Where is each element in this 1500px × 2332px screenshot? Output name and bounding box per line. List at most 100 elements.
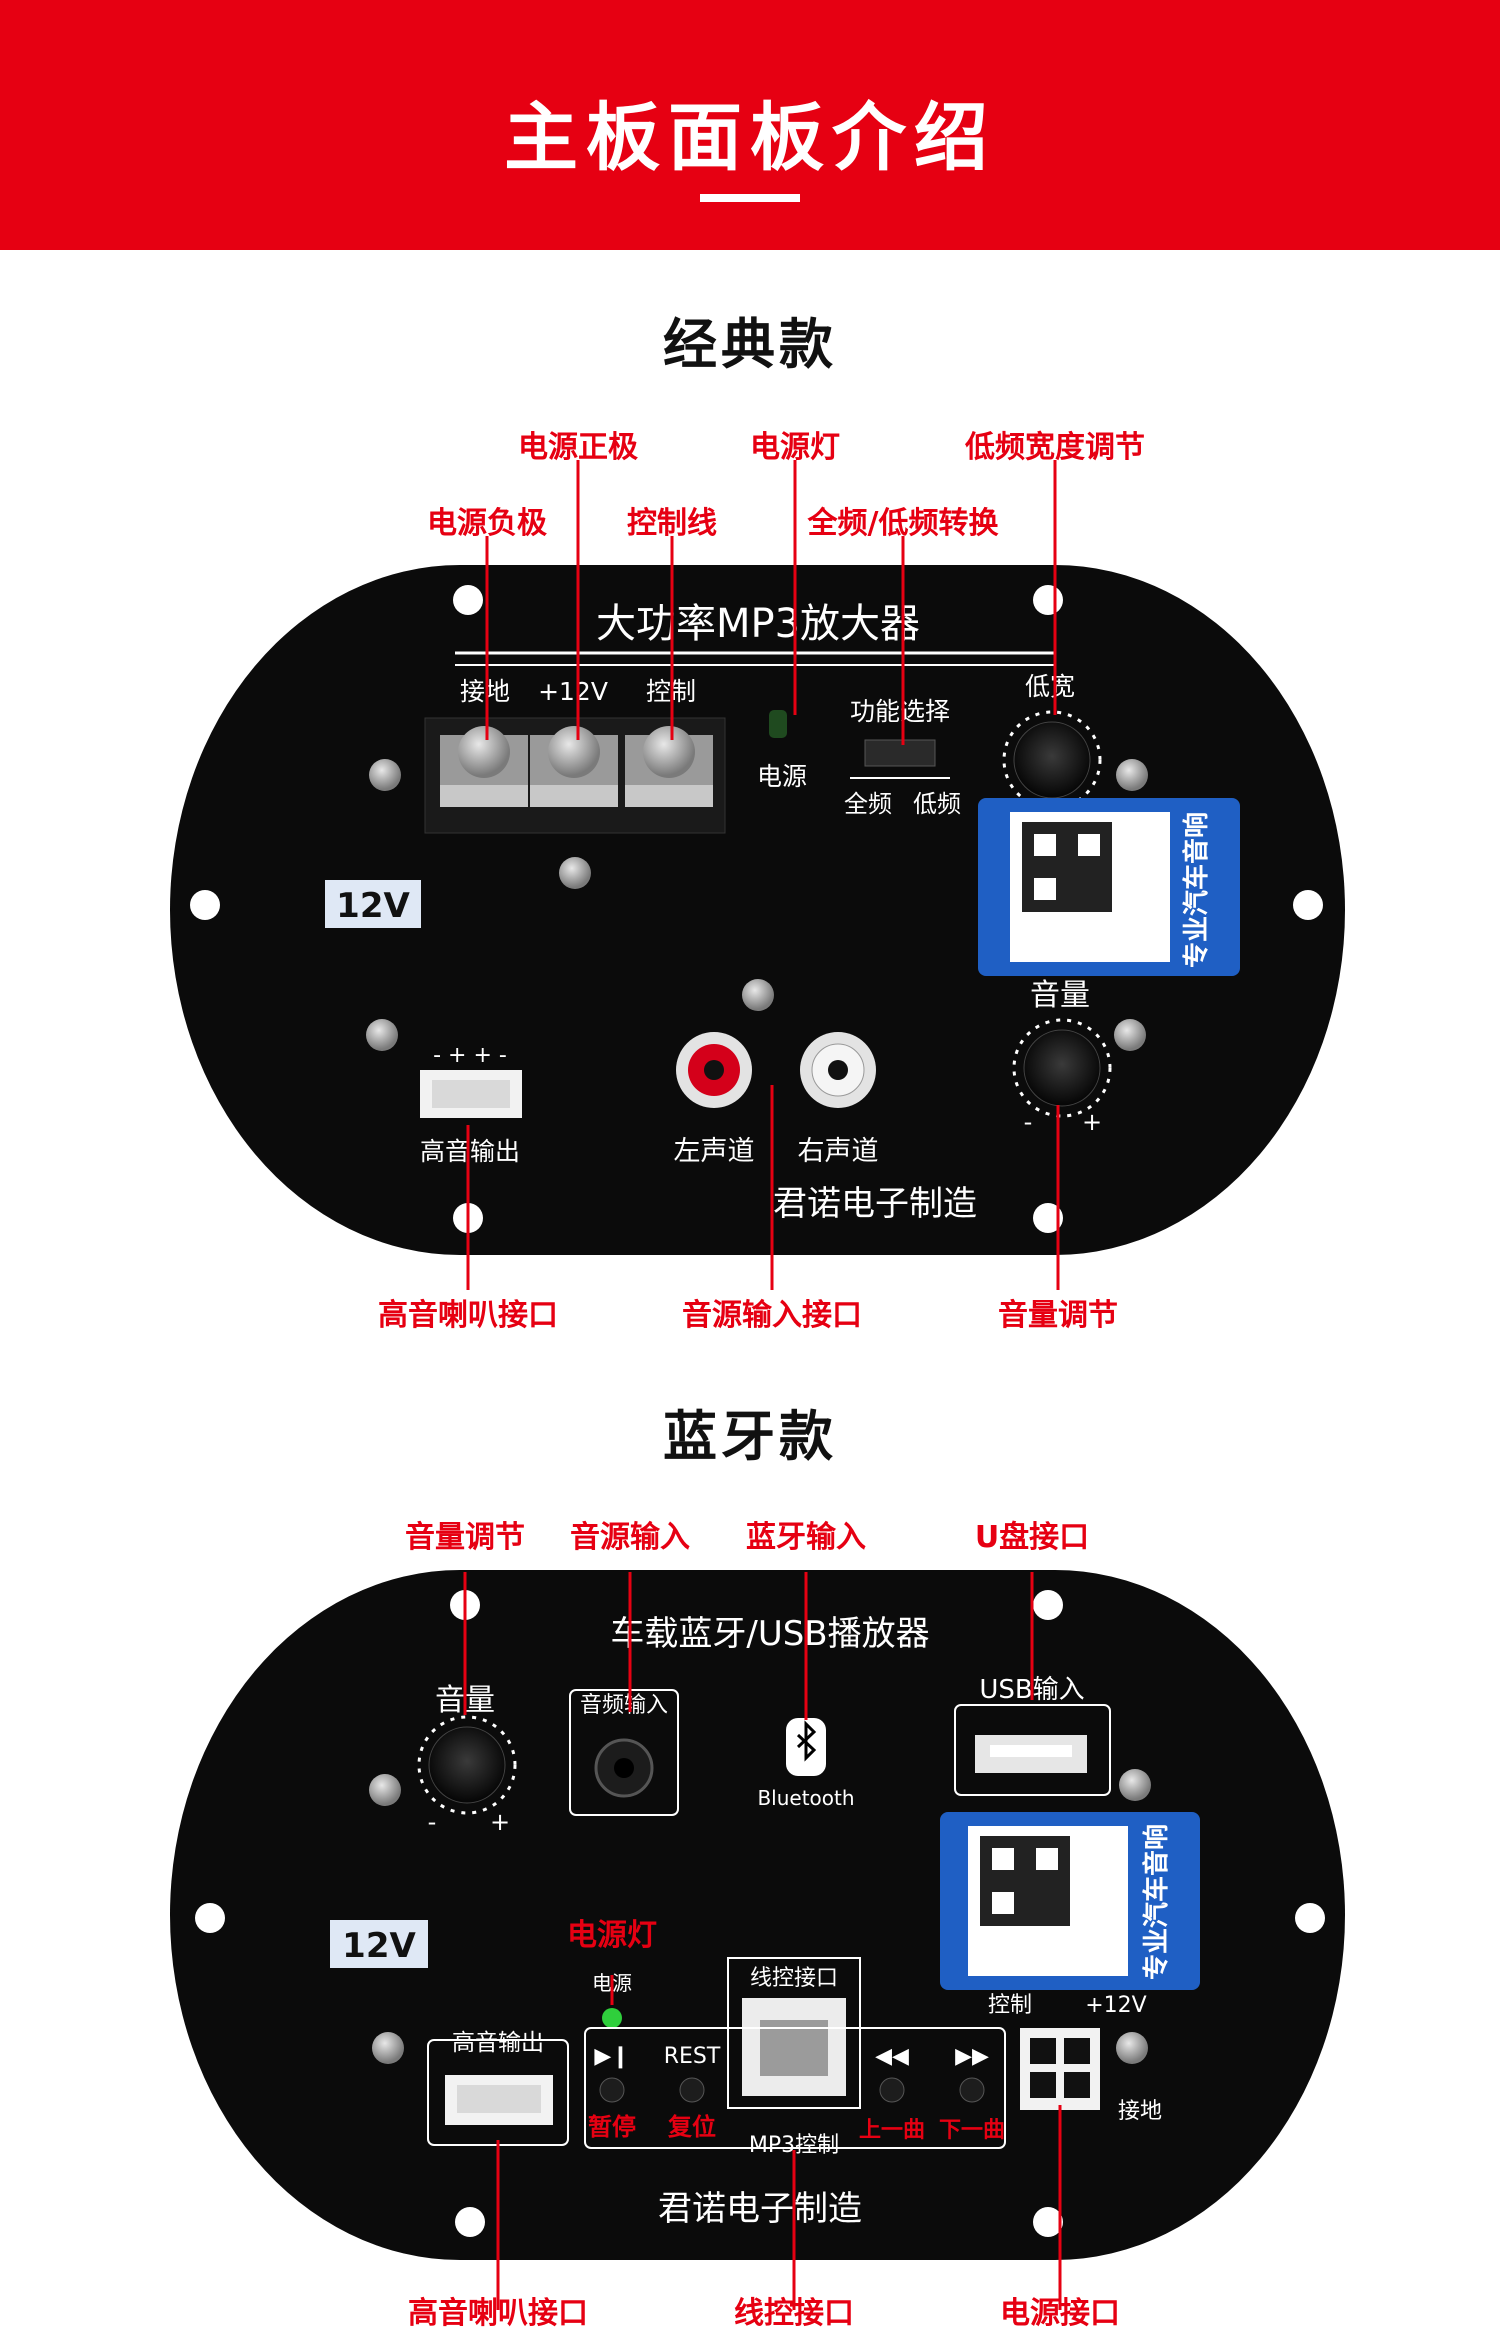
prev-label: 上一曲	[859, 2118, 925, 2143]
bt-volume-knob[interactable]	[428, 1726, 506, 1804]
callout-bt-audio-input: 音源输入	[570, 1520, 690, 1555]
qr-finder	[992, 1848, 1014, 1870]
mount-hole	[190, 890, 220, 920]
audio-in-frame	[569, 1689, 679, 1816]
pause-glyph: ▶❙	[594, 2044, 629, 2069]
sticker-brand: 专业汽车音响	[1141, 1824, 1172, 1980]
mount-hole	[1033, 1203, 1063, 1233]
header-banner: 主板面板介绍	[0, 0, 1500, 250]
classic-board-title: 大功率MP3放大器	[596, 601, 920, 647]
usb-frame	[954, 1704, 1111, 1796]
callout-full-low-switch: 全频/低频转换	[807, 506, 999, 541]
low-label: 低频	[913, 790, 961, 818]
page-title: 主板面板介绍	[504, 95, 996, 181]
bt-voltage-label: 12V	[342, 1926, 416, 1966]
terminal-screw	[643, 726, 695, 778]
callout-power-negative: 电源负极	[427, 506, 547, 541]
mount-hole	[195, 1903, 225, 1933]
terminal-ground-label: 接地	[460, 677, 510, 706]
voltage-label: 12V	[336, 886, 410, 926]
right-channel-label: 右声道	[798, 1136, 879, 1167]
terminal-screws	[440, 726, 713, 807]
bt-power-led	[602, 2008, 622, 2028]
bt-voltage-badge	[330, 1920, 428, 1968]
screw	[742, 979, 774, 1011]
mount-hole	[1033, 2207, 1063, 2237]
pause-button[interactable]	[599, 2077, 625, 2103]
callout-power-light: 电源灯	[750, 430, 840, 465]
callout-control-wire: 控制线	[627, 506, 717, 541]
function-switch[interactable]	[864, 739, 936, 767]
sticker-brand: 专业汽车音响	[1181, 812, 1212, 968]
power-pin	[1064, 2038, 1090, 2064]
tweeter-pins-label: - + + -	[433, 1043, 507, 1068]
rest-label: REST	[664, 2044, 721, 2069]
power-led	[769, 710, 787, 738]
callout-bt-power-light: 电源灯	[567, 1918, 657, 1953]
title-underline	[700, 194, 800, 202]
voltage-badge	[325, 880, 421, 928]
prev-button[interactable]	[879, 2077, 905, 2103]
plus-sign: +	[490, 1808, 510, 1836]
callout-bt-volume-adjust: 音量调节	[405, 1520, 525, 1555]
rca-left-hole	[704, 1060, 724, 1080]
pause-label: 暂停	[588, 2113, 636, 2141]
terminal-screw	[458, 726, 510, 778]
next-button[interactable]	[959, 2077, 985, 2103]
knob-ticks	[1012, 1018, 1112, 1118]
low-width-knob[interactable]	[1013, 721, 1091, 799]
callout-wire-control-port: 线控接口	[734, 2296, 854, 2331]
screw	[366, 1019, 398, 1051]
callout-volume-adjust: 音量调节	[998, 1298, 1118, 1333]
callout-usb-port: U盘接口	[974, 1520, 1090, 1555]
prev-glyph: ◀◀	[875, 2044, 909, 2069]
plus-sign: +	[1082, 1108, 1102, 1136]
rca-right-hole	[828, 1060, 848, 1080]
qr-finder	[1034, 834, 1056, 856]
next-label: 下一曲	[939, 2118, 1005, 2143]
bluetooth-board-title: 车载蓝牙/USB播放器	[610, 1614, 929, 1654]
next-glyph: ▶▶	[955, 2044, 989, 2069]
audio-in-label: 音频输入	[580, 1693, 668, 1718]
callout-low-width-adjust: 低频宽度调节	[965, 430, 1145, 465]
screw	[559, 857, 591, 889]
mount-hole	[1293, 890, 1323, 920]
screw	[1119, 1769, 1151, 1801]
mount-hole	[1295, 1903, 1325, 1933]
wire-control-frame	[727, 1957, 861, 2109]
terminal-clamp	[625, 785, 713, 807]
power-label: 电源	[757, 762, 807, 791]
power-pin	[1030, 2038, 1056, 2064]
terminal-clamp	[440, 785, 528, 807]
knob-ticks	[1002, 710, 1102, 810]
screw	[369, 1774, 401, 1806]
qr-finder	[1078, 834, 1100, 856]
mp3-control-frame	[584, 2027, 1006, 2149]
mount-hole	[455, 2207, 485, 2237]
wire-control-label: 线控接口	[750, 1966, 838, 1991]
terminal-12v-label: +12V	[538, 677, 608, 706]
mount-hole	[1033, 585, 1063, 615]
bt-tweeter-connector-inner	[457, 2085, 541, 2113]
low-width-label: 低宽	[1025, 672, 1075, 701]
volume-knob[interactable]	[1023, 1029, 1101, 1107]
screw	[369, 759, 401, 791]
function-select-label: 功能选择	[850, 697, 950, 726]
screw	[1114, 1019, 1146, 1051]
callout-audio-input-port: 音源输入接口	[682, 1298, 862, 1333]
classic-maker-label: 君诺电子制造	[773, 1184, 977, 1224]
audio-in-hole	[614, 1758, 634, 1778]
power-pin	[1030, 2072, 1056, 2098]
callout-power-positive: 电源正极	[518, 430, 638, 465]
minus-sign: -	[1024, 1108, 1033, 1136]
terminal-clamp	[530, 785, 618, 807]
left-channel-label: 左声道	[674, 1136, 755, 1167]
tweeter-out-label: 高音输出	[420, 1137, 520, 1166]
bt-maker-label: 君诺电子制造	[658, 2189, 862, 2229]
reset-button[interactable]	[679, 2077, 705, 2103]
full-label: 全频	[844, 790, 892, 818]
reset-label: 复位	[667, 2113, 716, 2141]
screw	[1116, 2032, 1148, 2064]
bluetooth-leader-lines	[463, 1572, 1062, 2310]
